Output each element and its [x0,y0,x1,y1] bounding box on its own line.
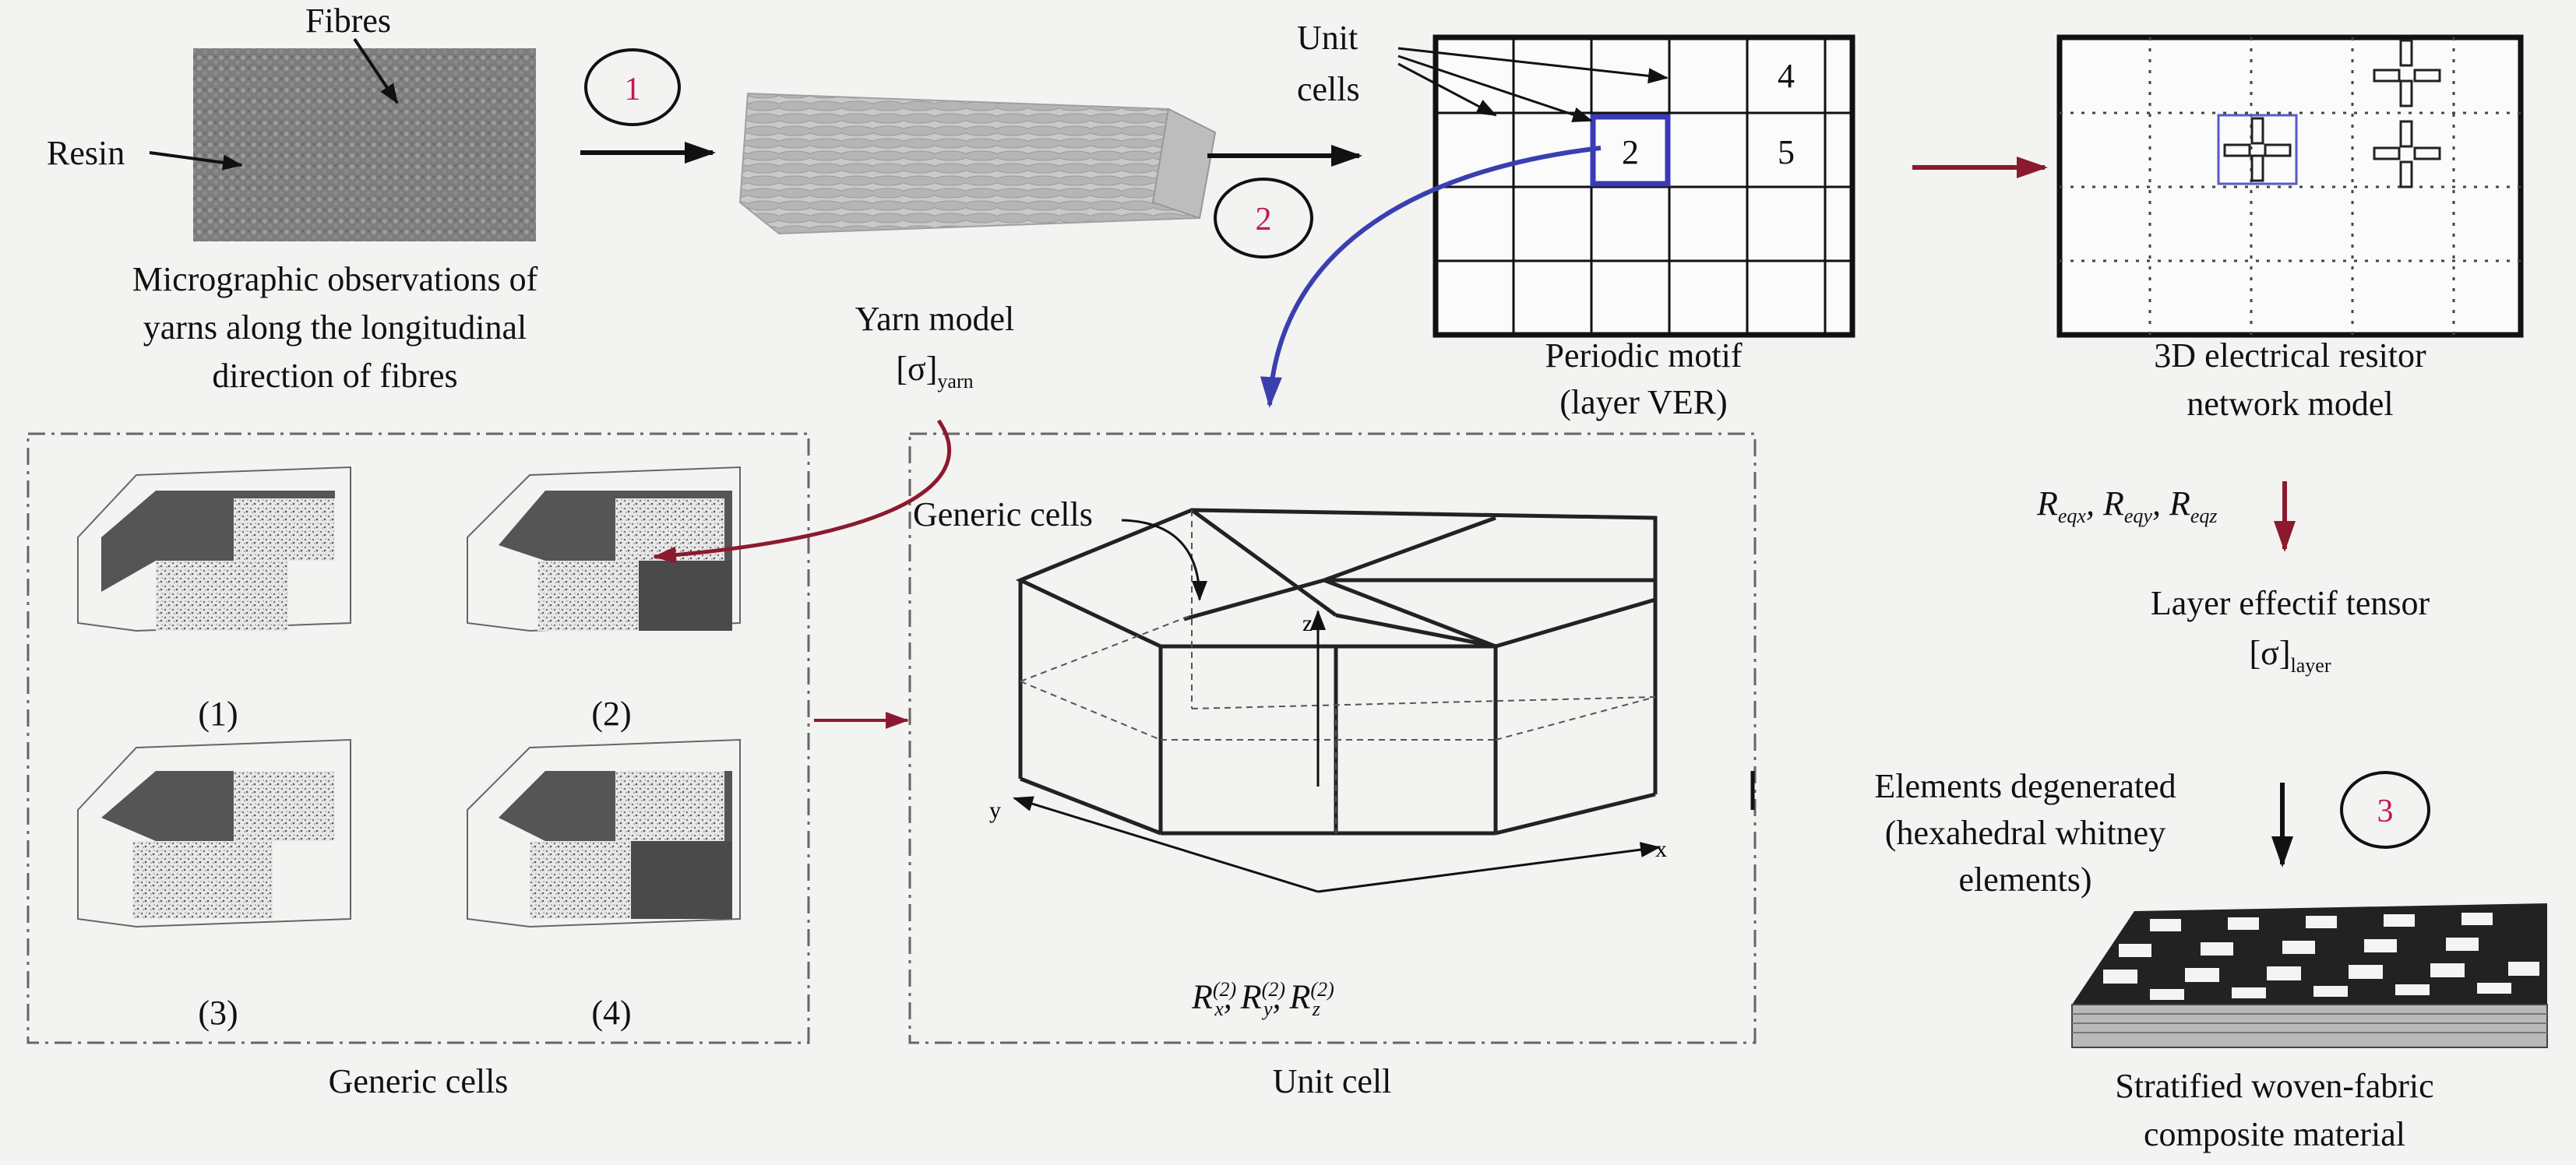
unit-cell-wireframe [1015,508,1658,836]
resin-pointer [149,151,243,171]
z-axis-label: z [1302,611,1313,636]
step-3-circle [2340,771,2430,849]
micrograph-image [193,48,536,241]
unit-cell-pointer-2 [1397,55,1593,122]
step-1-number: 1 [625,72,641,107]
grid-number-4: 4 [1778,57,1795,95]
step-3-number: 3 [2377,794,2394,829]
woven-fabric-composite-image [2071,903,2548,1048]
layer-tensor-label: Layer effectif tensor [2150,584,2430,622]
unit-cell-pointer-1 [1397,47,1669,84]
unit-cells-label-line2: cells [1297,70,1360,108]
stratified-composite-line2: composite material [2144,1115,2405,1153]
periodic-motif-label-line1: Periodic motif [1545,336,1743,375]
yarn-model-label: Yarn model [855,300,1015,338]
yarn-model-image [738,92,1217,235]
y-axis [1013,796,1319,893]
unit-cell-caption: Unit cell [1272,1062,1392,1100]
generic-cells-pointer [1121,519,1207,601]
unit-cell-resistances: R(2)x, R(2)y, R(2)z [1192,977,1334,1021]
step-2-circle [1214,178,1313,259]
fibres-label: Fibres [305,2,391,40]
cell-to-unit-arrow [1260,146,1602,408]
elements-degenerated-line1: Elements degenerated [1874,767,2176,805]
unit-cell-box [908,432,1757,1044]
fibres-pointer [353,37,399,104]
x-axis [1317,842,1661,893]
elements-degenerated-line3: elements) [1958,861,2092,899]
generic-cells-box [26,432,810,1044]
network-model-label-line2: network model [2187,385,2394,423]
generic-cell-3-image [77,738,351,928]
generic-cell-1-image [77,466,351,632]
resin-label: Resin [47,134,125,172]
x-axis-label: x [1655,836,1667,862]
sigma-layer-label: [σ]layer [2249,634,2331,677]
unit-cells-label-line1: Unit [1297,19,1358,57]
micrograph-caption-line1: Micrographic observations of [132,260,538,298]
generic-cells-caption: Generic cells [328,1062,509,1100]
generic-cell-4-label: (4) [591,994,632,1032]
generic-cell-3-label: (3) [198,994,238,1032]
grid-number-5: 5 [1778,133,1795,171]
sigma-yarn-label: [σ]yarn [896,350,974,392]
micrograph-caption-line2: yarns along the longitudinal [143,308,527,347]
yarn-to-cell-arrow [653,419,952,564]
elements-degenerated-line2: (hexahedral whitney [1884,814,2166,852]
step-2-number: 2 [1256,202,1272,238]
network-model-label-line1: 3D electrical resitor [2154,336,2426,375]
generic-cell-4-image [467,738,741,928]
y-axis-label: y [989,797,1001,823]
step-1-circle [584,48,681,126]
micrograph-caption-line3: direction of fibres [212,357,458,395]
stratified-composite-line1: Stratified woven-fabric [2115,1067,2434,1105]
generic-cell-2-label: (2) [591,695,632,733]
periodic-motif-label-line2: (layer VER) [1559,383,1728,421]
grid-number-2: 2 [1622,133,1639,171]
generic-cell-2-image [467,466,741,632]
req-label: Reqx, Reqy, Reqz [2037,484,2218,527]
resistor-network-model [2056,34,2524,338]
generic-cells-inner-label: Generic cells [913,495,1093,533]
generic-cell-1-label: (1) [198,695,238,733]
unit-cell-pointer-3 [1397,62,1497,117]
